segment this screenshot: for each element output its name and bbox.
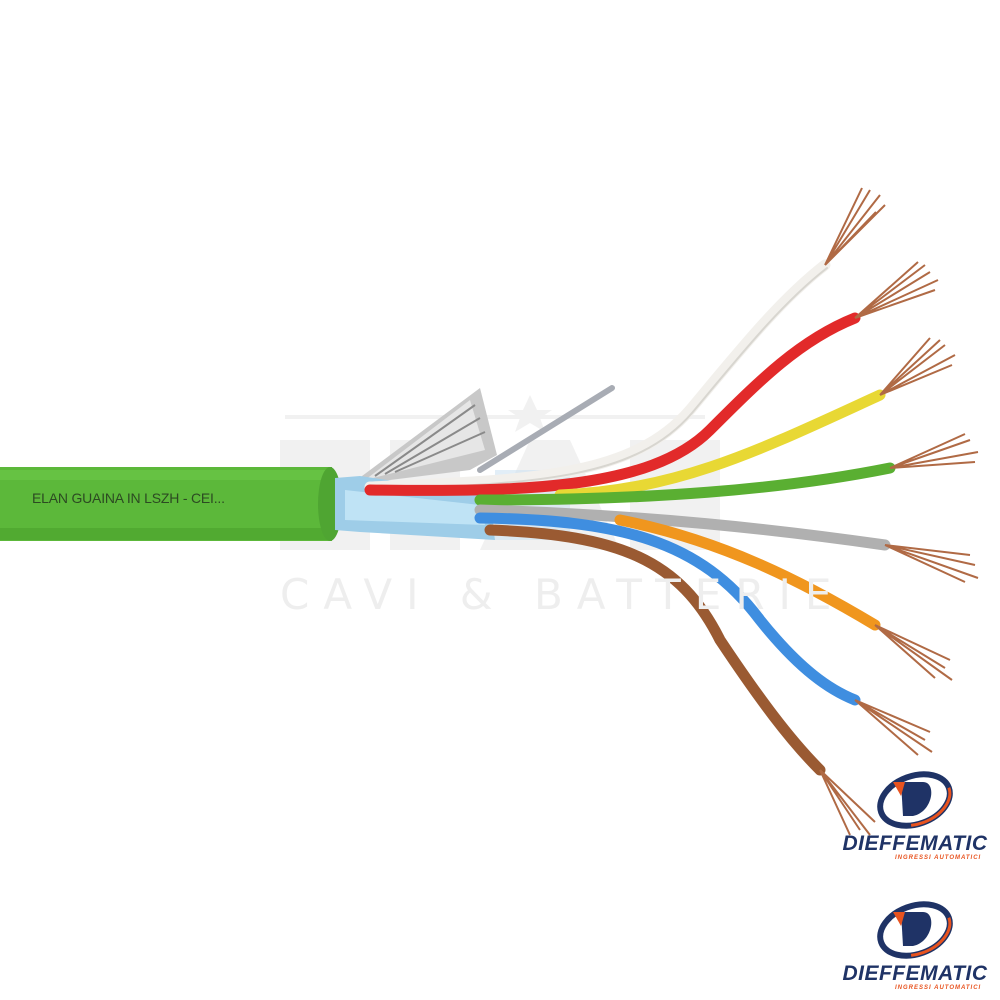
conductors xyxy=(364,259,896,776)
wire-green xyxy=(474,462,896,506)
dieffematic-logo: DIEFFEMATIC INGRESSI AUTOMATICI xyxy=(835,770,995,870)
logo-brand: DIEFFEMATIC xyxy=(842,962,988,985)
drain-wire xyxy=(477,385,615,473)
wire-brown xyxy=(484,524,826,776)
cable-sheath xyxy=(0,467,342,541)
logo-brand: DIEFFEMATIC xyxy=(842,832,988,855)
wire-blue xyxy=(474,512,861,706)
copper-strands xyxy=(819,187,979,836)
cable-print-text: ELAN GUAINA IN LSZH - CEI... xyxy=(32,490,225,506)
wire-white xyxy=(364,259,831,493)
dieffematic-logo-mark xyxy=(877,771,953,829)
wire-gray xyxy=(474,504,891,551)
logo-tagline: INGRESSI AUTOMATICI xyxy=(895,855,982,861)
wire-red xyxy=(364,312,861,496)
logo-tagline: INGRESSI AUTOMATICI xyxy=(895,985,982,991)
dieffematic-logo-mark xyxy=(877,901,953,959)
wire-orange xyxy=(614,514,881,631)
dieffematic-logo: DIEFFEMATIC INGRESSI AUTOMATICI xyxy=(835,900,995,1000)
wire-yellow xyxy=(554,389,886,501)
watermark-text: CAVI & BATTERIE xyxy=(280,570,846,619)
